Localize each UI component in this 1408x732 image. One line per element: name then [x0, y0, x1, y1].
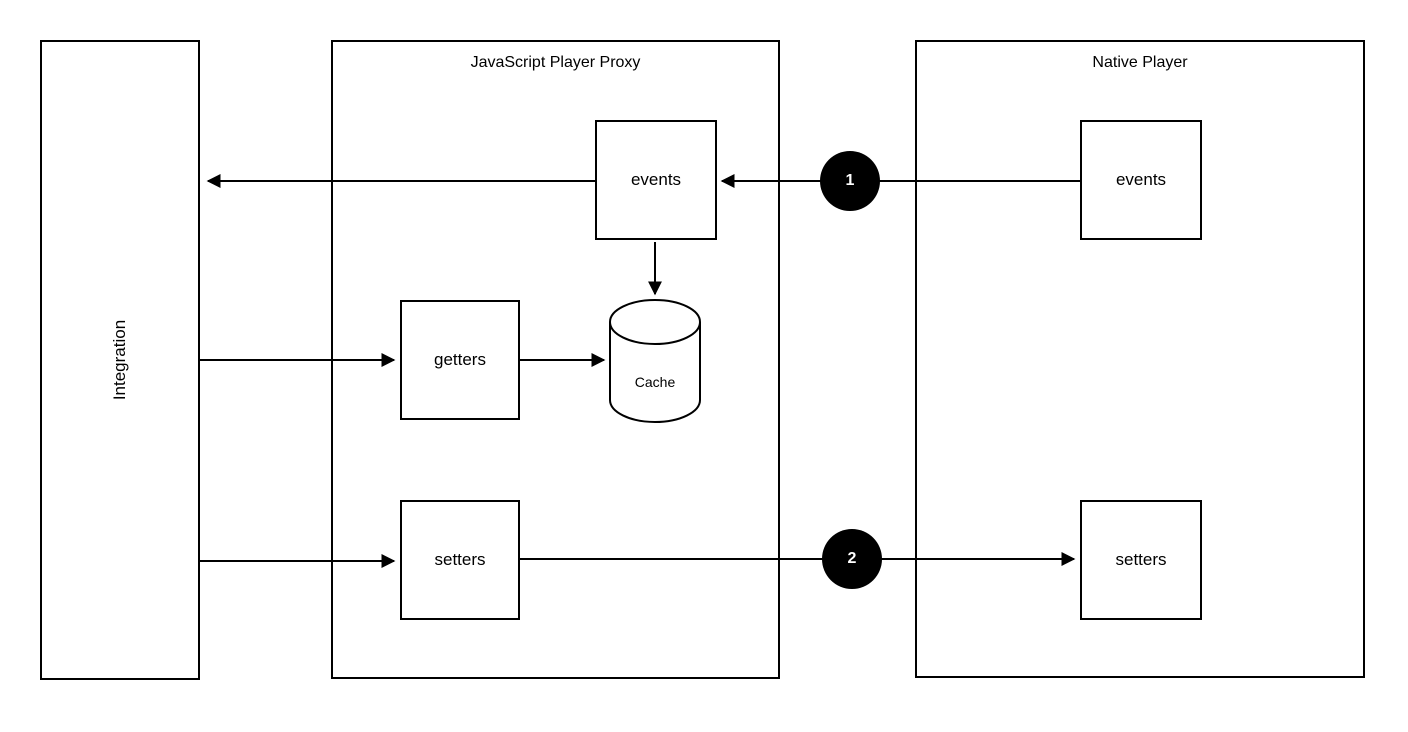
step-marker-2-label: 2: [847, 550, 857, 567]
step-marker-1: 1: [820, 151, 880, 211]
step-marker-2: 2: [822, 529, 882, 589]
cache-cylinder-icon: [609, 299, 701, 423]
native-setters-label: setters: [1115, 550, 1167, 569]
native-events-label: events: [1115, 170, 1167, 189]
proxy-events-node: events: [595, 120, 717, 240]
native-events-node: events: [1080, 120, 1202, 240]
proxy-setters-node: setters: [400, 500, 520, 620]
proxy-getters-label: getters: [434, 350, 486, 369]
integration-container: Integration: [40, 40, 200, 680]
proxy-setters-label: setters: [434, 550, 486, 569]
native-setters-node: setters: [1080, 500, 1202, 620]
native-player-title: Native Player: [1092, 54, 1188, 71]
proxy-getters-node: getters: [400, 300, 520, 420]
cache-label: Cache: [634, 374, 676, 390]
proxy-events-label: events: [630, 170, 682, 189]
step-marker-1-label: 1: [845, 172, 855, 189]
js-player-proxy-title: JavaScript Player Proxy: [470, 54, 641, 71]
